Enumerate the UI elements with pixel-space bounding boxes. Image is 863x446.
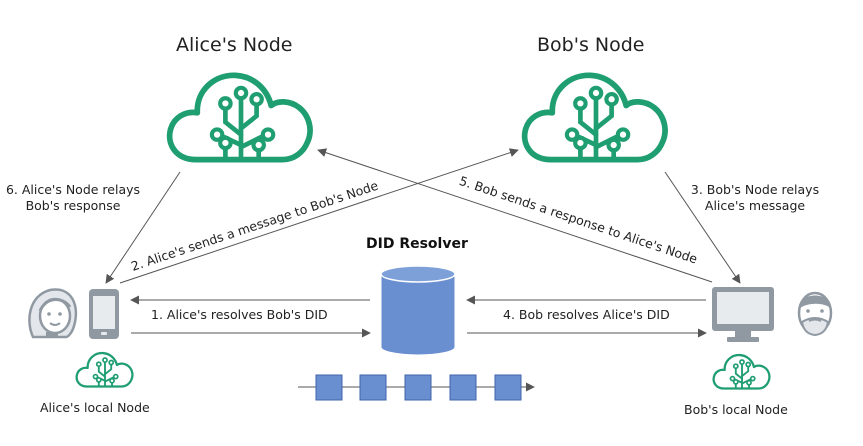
alice-smartphone-icon bbox=[89, 289, 119, 339]
bob-local-node-cloud-icon bbox=[712, 353, 771, 390]
step-6-line-2: Bob's response bbox=[25, 198, 121, 213]
alice-local-node-cloud-icon bbox=[75, 351, 134, 388]
step-1-label: 1. Alice's resolves Bob's DID bbox=[151, 307, 328, 322]
step-3-line-1: 3. Bob's Node relays bbox=[690, 182, 820, 197]
step-5-label: 5. Bob sends a response to Alice's Node bbox=[457, 173, 699, 267]
bob-avatar-icon bbox=[797, 291, 833, 337]
alice-node-cloud-icon bbox=[170, 75, 310, 159]
step-6-label: 6. Alice's Node relays Bob's response bbox=[0, 182, 146, 214]
arrow-alice-node-to-alice bbox=[105, 171, 181, 284]
bob-node-title: Bob's Node bbox=[537, 34, 645, 56]
step-3-label: 3. Bob's Node relays Alice's message bbox=[685, 182, 825, 214]
step-4-label: 4. Bob resolves Alice's DID bbox=[503, 307, 670, 322]
alice-avatar-icon bbox=[28, 288, 78, 339]
did-resolver-title: DID Resolver bbox=[366, 236, 468, 252]
bob-local-node-label: Bob's local Node bbox=[684, 402, 788, 417]
arrow-alice-to-bob-node bbox=[119, 148, 519, 284]
bob-node-cloud-icon bbox=[525, 75, 665, 159]
step-6-line-1: 6. Alice's Node relays bbox=[5, 182, 141, 197]
alice-local-node-label: Alice's local Node bbox=[40, 400, 150, 415]
step-3-line-2: Alice's message bbox=[704, 198, 806, 213]
arrow-bob-to-alice-node bbox=[317, 148, 713, 283]
did-resolver-database-icon bbox=[380, 265, 456, 356]
ledger-blockchain-icon bbox=[298, 374, 535, 401]
arrow-bob-node-to-bob bbox=[664, 171, 741, 284]
bob-desktop-monitor-icon bbox=[712, 287, 774, 342]
alice-node-title: Alice's Node bbox=[176, 34, 293, 56]
